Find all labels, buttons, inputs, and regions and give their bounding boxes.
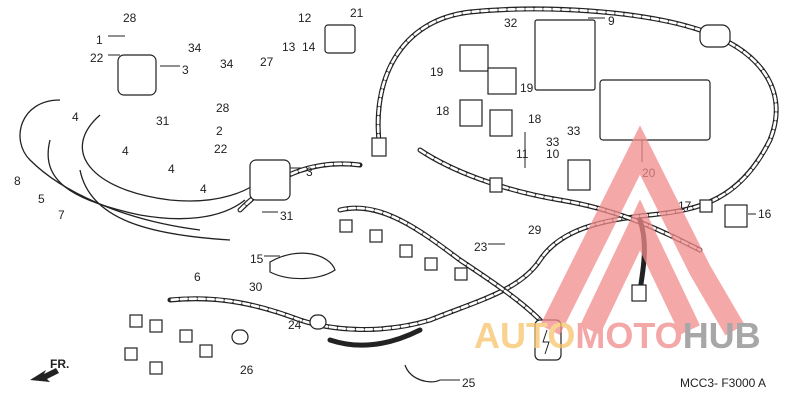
- callout-5: 5: [38, 192, 45, 206]
- regulator-rectifier-9: [534, 19, 596, 91]
- callout-33: 33: [546, 135, 560, 149]
- callout-31: 31: [156, 114, 170, 128]
- callout-10: 10: [546, 147, 560, 161]
- callout-33: 33: [567, 124, 581, 138]
- callout-4: 4: [200, 182, 207, 196]
- fuse-17: [699, 199, 713, 213]
- front-label: FR.: [50, 357, 69, 371]
- relay-19a: [459, 44, 489, 72]
- callout-18: 18: [436, 104, 450, 118]
- callout-32: 32: [504, 16, 518, 30]
- callout-2: 2: [216, 124, 223, 138]
- callout-6: 6: [194, 270, 201, 284]
- watermark-moto: MOTO: [575, 315, 682, 356]
- callout-18: 18: [528, 112, 542, 126]
- callout-28: 28: [216, 101, 230, 115]
- callout-19: 19: [520, 81, 534, 95]
- ecu-20: [599, 79, 711, 141]
- callout-29: 29: [528, 223, 542, 237]
- front-direction-arrow: FR.: [30, 357, 69, 382]
- ignition-coil-1: [117, 54, 157, 96]
- clamp-26: [231, 329, 249, 345]
- callout-19: 19: [430, 65, 444, 79]
- relay-12: [324, 24, 356, 54]
- callout-34: 34: [188, 41, 202, 55]
- ignition-coil-2: [249, 159, 291, 201]
- callout-24: 24: [288, 318, 302, 332]
- callout-15: 15: [250, 252, 264, 266]
- callout-22: 22: [90, 51, 104, 65]
- callout-4: 4: [72, 110, 79, 124]
- relay-18a: [459, 99, 483, 127]
- callout-23: 23: [474, 240, 488, 254]
- callout-9: 9: [608, 14, 615, 28]
- callout-16: 16: [758, 207, 772, 221]
- callout-28: 28: [123, 11, 137, 25]
- condenser: [699, 24, 731, 48]
- callout-1: 1: [96, 33, 103, 47]
- connectors-left: [124, 137, 647, 375]
- parts: [117, 19, 748, 383]
- callout-8: 8: [14, 174, 21, 188]
- callout-34: 34: [220, 57, 234, 71]
- clamp-25: [404, 364, 441, 383]
- turn-relay-16: [724, 204, 748, 228]
- callout-14: 14: [302, 40, 316, 54]
- watermark-logo: AUTOMOTOHUB: [474, 125, 761, 356]
- clamp-24: [309, 314, 327, 330]
- callout-11: 11: [516, 147, 529, 161]
- callout-30: 30: [249, 280, 263, 294]
- callout-21: 21: [350, 6, 364, 20]
- fuse-box-11: [567, 159, 591, 191]
- callout-4: 4: [122, 144, 129, 158]
- diagram-code: MCC3- F3000 A: [680, 376, 766, 390]
- callout-12: 12: [298, 11, 312, 25]
- callout-31: 31: [280, 209, 294, 223]
- callout-26: 26: [240, 363, 254, 377]
- svg-text:AUTOMOTOHUB: AUTOMOTOHUB: [474, 315, 761, 356]
- watermark-hub: HUB: [683, 315, 761, 356]
- callout-22: 22: [214, 142, 228, 156]
- callout-4: 4: [168, 162, 175, 176]
- callout-3: 3: [182, 63, 189, 77]
- horn-15: [269, 252, 336, 280]
- callout-13: 13: [282, 40, 296, 54]
- watermark-auto: AUTO: [474, 315, 575, 356]
- callout-7: 7: [58, 208, 65, 222]
- callout-27: 27: [260, 55, 274, 69]
- main-wire-harness: [167, 6, 779, 348]
- callout-25: 25: [462, 376, 476, 390]
- spark-plug-leads: [19, 99, 261, 241]
- callout-3: 3: [306, 165, 313, 179]
- relay-18b: [489, 109, 513, 137]
- relay-19b: [487, 67, 517, 95]
